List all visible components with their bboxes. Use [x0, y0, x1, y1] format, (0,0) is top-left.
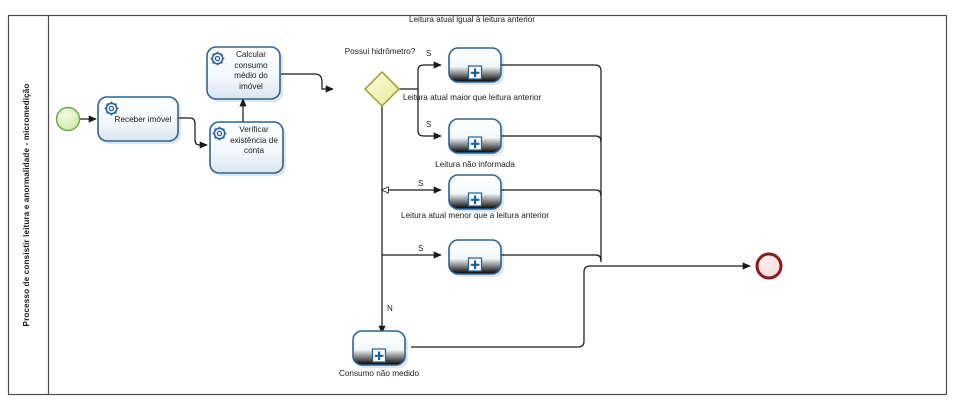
sp4-label-wrap: Leitura atual menor que a leitura anteri… [401, 211, 549, 220]
subprocess-leitura-maior[interactable]: Leitura atual maior que leitura anterior… [396, 92, 548, 156]
sp5-label-wrap: Consumo não medido [338, 369, 420, 378]
sp4-label: Leitura atual menor que a leitura anteri… [401, 211, 549, 220]
sp2-plus-glyph [470, 139, 480, 149]
plus-icon [467, 192, 483, 207]
flow-merge-sp5 [411, 265, 601, 348]
flow-merge-sp3 [499, 189, 602, 197]
flow-merge-sp1 [499, 64, 602, 262]
task-receber-label: Receber imóvel [115, 115, 172, 124]
sp1-label-wrap: Leitura atual igual à leitura anterior [408, 15, 536, 24]
sp5-plus-glyph [374, 351, 384, 361]
task-verificar-label: Verificar existência de conta [230, 125, 278, 155]
task-verificar-box[interactable] [209, 121, 284, 174]
start-event[interactable] [55, 106, 81, 132]
flow-branch-1 [417, 61, 442, 89]
sp4-box[interactable] [448, 239, 502, 275]
sp5-label: Consumo não medido [338, 369, 420, 378]
flow-label-s1: S [426, 49, 431, 58]
sp1-label: Leitura atual igual à leitura anterior [408, 15, 536, 24]
sp2-label: Leitura atual maior que leitura anterior [402, 93, 542, 102]
subprocess-leitura-nao-informada[interactable]: Leitura não informada S [405, 159, 545, 212]
sequence-flows [79, 61, 751, 348]
flow-merge-sp4 [499, 254, 602, 262]
sp1-box[interactable] [448, 47, 502, 83]
task-verificar-existencia[interactable]: Verificar existência de conta [209, 121, 286, 176]
end-event-circle[interactable] [755, 252, 783, 280]
task-verificar-label-wrap: Verificar existência de conta [230, 125, 278, 155]
task-calcular-label: Calcular consumo médio do imóvel [234, 50, 268, 91]
task-receber-imovel[interactable]: Receber imóvel [97, 96, 181, 144]
flow-merge-sp2 [499, 135, 602, 143]
start-event-circle[interactable] [55, 106, 81, 132]
sp3-label: Leitura não informada [435, 160, 515, 169]
gear-icon [104, 101, 119, 116]
gateway-label-wrap: Possui hidrômetro? [344, 47, 416, 56]
plus-icon [371, 348, 387, 363]
flow-label-s2: S [426, 120, 431, 129]
task-calcular-label-wrap: Calcular consumo médio do imóvel [234, 50, 268, 91]
subprocess-consumo-nao-medido[interactable]: N Consumo não medido [316, 304, 442, 384]
sp1-plus-glyph [470, 68, 480, 78]
gear-icon [210, 51, 225, 66]
task-calcular-box[interactable] [206, 46, 281, 100]
subprocess-leitura-menor[interactable]: Leitura atual menor que a leitura anteri… [400, 210, 550, 277]
sp2-box[interactable] [448, 118, 502, 154]
sp3-plus-glyph [470, 195, 480, 205]
sp4-plus-glyph [470, 260, 480, 270]
flow-receber-to-verificar [178, 117, 208, 149]
plus-icon [467, 65, 483, 80]
flow-branch-2 [417, 89, 442, 140]
flow-label-s3: S [418, 179, 423, 188]
gateway-diamond[interactable] [363, 70, 401, 108]
gateway-possui-hidrometro[interactable]: Possui hidrômetro? [330, 46, 430, 108]
sp3-box[interactable] [448, 174, 502, 210]
plus-icon [467, 136, 483, 151]
plus-icon [467, 257, 483, 272]
task-calcular-consumo[interactable]: Calcular consumo médio do imóvel [206, 46, 283, 102]
flow-label-n: N [387, 304, 393, 313]
sp5-box[interactable] [352, 330, 406, 366]
gear-icon [212, 126, 227, 141]
lane-title: Processo de consistir leitura e anormali… [22, 84, 31, 327]
end-event[interactable] [755, 252, 783, 280]
gateway-label: Possui hidrômetro? [344, 47, 416, 56]
flow-calcular-to-gateway [281, 73, 334, 93]
subprocess-leitura-igual[interactable]: Leitura atual igual à leitura anterior S [398, 14, 546, 85]
sp2-label-wrap: Leitura atual maior que leitura anterior [402, 93, 542, 102]
sp3-label-wrap: Leitura não informada [435, 160, 515, 169]
flow-label-s4: S [418, 244, 423, 253]
